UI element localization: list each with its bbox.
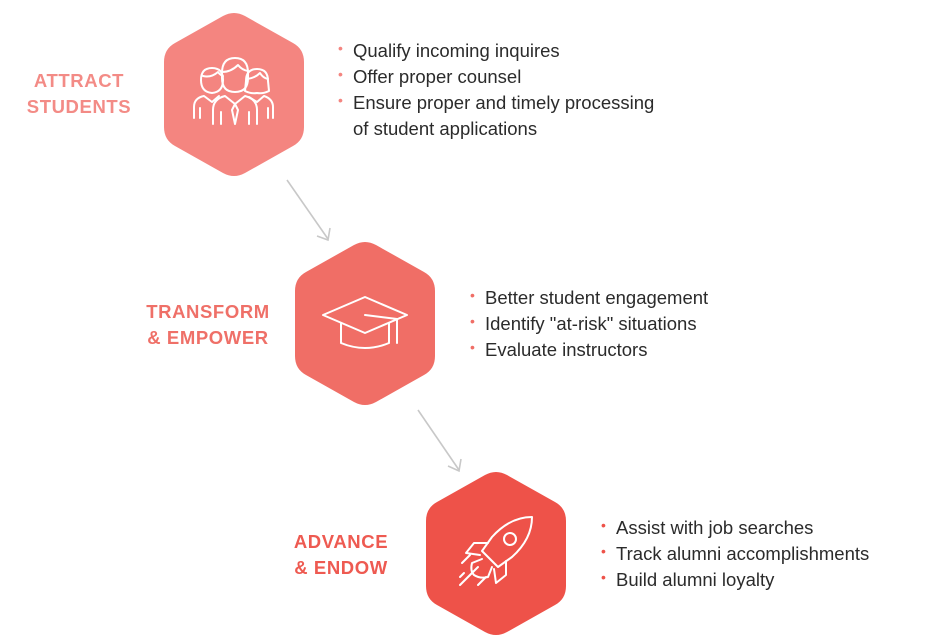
bullet-item: •Ensure proper and timely processing of …	[337, 90, 654, 142]
bullet-text: Identify "at-risk" situations	[485, 313, 697, 334]
bullet-text: Evaluate instructors	[485, 339, 648, 360]
bullet-text: Ensure proper and timely processing	[353, 92, 655, 113]
stage-1-label-line2: STUDENTS	[26, 96, 132, 117]
stage-1-bullet-list: •Qualify incoming inquires •Offer proper…	[337, 38, 654, 142]
stage-2-hexagon	[295, 241, 435, 406]
hexagon-shape	[426, 472, 566, 635]
bullet-text: Offer proper counsel	[353, 66, 522, 87]
stage-1-label-line1: ATTRACT	[33, 70, 125, 91]
stage-2-label: TRANSFORM & EMPOWER	[128, 299, 288, 351]
stage-1-label: ATTRACT STUDENTS	[10, 68, 148, 120]
people-icon	[193, 57, 274, 125]
stage-3-label-line1: ADVANCE	[293, 531, 389, 552]
bullet-text-continuation: of student applications	[353, 118, 538, 139]
bullet-item: •Identify "at-risk" situations	[470, 313, 697, 334]
bullet-text: Build alumni loyalty	[616, 569, 775, 590]
arrow-stage2-to-stage3	[417, 409, 462, 473]
rocket-icon	[459, 516, 533, 586]
bullet-item: •Track alumni accomplishments	[601, 543, 870, 564]
stage-2-label-line2: & EMPOWER	[147, 327, 269, 348]
stage-3-label: ADVANCE & ENDOW	[270, 529, 412, 581]
bullet-item: •Assist with job searches	[601, 517, 814, 538]
arrow-stage1-to-stage2	[286, 179, 331, 242]
bullet-item: •Build alumni loyalty	[601, 569, 775, 590]
stage-2-label-line1: TRANSFORM	[146, 301, 270, 322]
bullet-item: •Offer proper counsel	[338, 66, 522, 87]
bullet-text: Qualify incoming inquires	[353, 40, 560, 61]
bullet-item: •Qualify incoming inquires	[338, 40, 560, 61]
bullet-text: Better student engagement	[485, 287, 709, 308]
stage-3-label-line2: & ENDOW	[294, 557, 388, 578]
hexagon-shape	[164, 13, 304, 176]
graduation-cap-icon	[322, 296, 408, 349]
bullet-item: •Better student engagement	[470, 287, 709, 308]
stage-3-bullet-list: •Assist with job searches •Track alumni …	[600, 515, 869, 593]
stage-3-hexagon	[426, 471, 566, 636]
bullet-text: Assist with job searches	[616, 517, 814, 538]
stage-2-bullet-list: •Better student engagement •Identify "at…	[469, 285, 708, 363]
bullet-text: Track alumni accomplishments	[616, 543, 870, 564]
hexagon-shape	[295, 242, 435, 405]
bullet-item: •Evaluate instructors	[470, 339, 648, 360]
stage-1-hexagon	[164, 12, 304, 177]
